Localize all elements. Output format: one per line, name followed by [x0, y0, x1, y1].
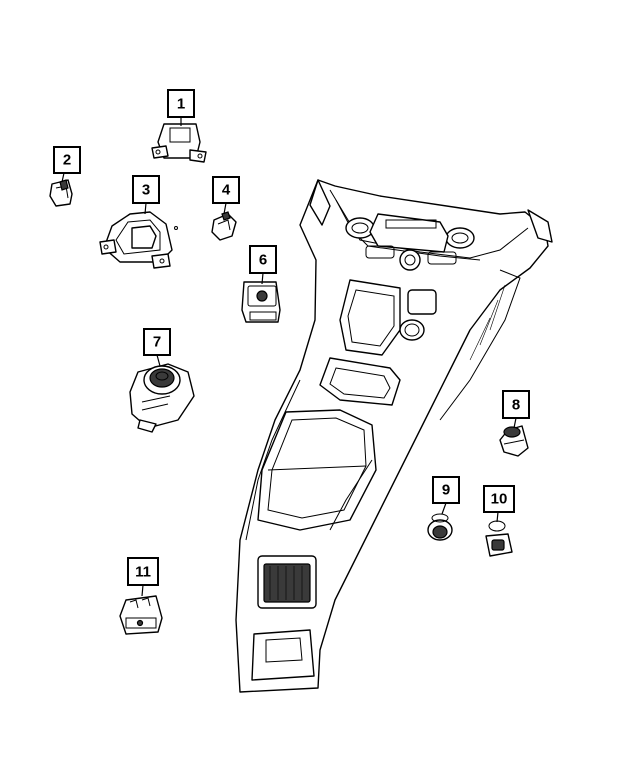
leader-lines: [61, 117, 517, 597]
part-7-control-knob-module: [129, 363, 195, 433]
part-11-switch-panel: [119, 595, 163, 635]
callout-4: 4: [212, 176, 240, 204]
part-2-switch: [49, 179, 73, 207]
callout-7-label: 7: [153, 334, 161, 351]
leader-7: [156, 354, 161, 367]
callout-6-box: [249, 245, 277, 274]
callout-8: 8: [502, 390, 530, 419]
center-console-assembly: [235, 179, 553, 693]
callout-2-box: [53, 146, 81, 174]
callout-11-label: 11: [135, 564, 151, 581]
leader-4: [223, 202, 227, 215]
callout-2-label: 2: [63, 152, 71, 169]
callout-7: 7: [143, 328, 171, 356]
leader-6: [261, 272, 264, 285]
callout-9-box: [432, 476, 460, 504]
part-10-outlet-cover: [485, 520, 513, 557]
callout-9-label: 9: [442, 482, 450, 499]
leader-10: [496, 511, 499, 523]
callout-9: 9: [432, 476, 460, 504]
callout-1: 1: [167, 89, 195, 118]
callout-6-label: 6: [259, 252, 267, 269]
leader-3: [144, 202, 147, 215]
part-6-usb-port: [241, 281, 281, 323]
callout-3: 3: [132, 175, 160, 204]
part-4-switch: [211, 211, 237, 241]
callout-10-box: [483, 485, 515, 513]
part-1-switch-assembly: [151, 123, 207, 163]
callout-2: 2: [53, 146, 81, 174]
part-9-outlet-ring: [427, 513, 453, 541]
leader-11: [141, 584, 144, 597]
callout-1-box: [167, 89, 195, 118]
callout-4-box: [212, 176, 240, 204]
callout-4-label: 4: [222, 182, 231, 199]
part-8-power-outlet: [499, 425, 529, 457]
callout-3-label: 3: [142, 182, 150, 199]
callout-6: 6: [249, 245, 277, 274]
callout-1-label: 1: [177, 96, 185, 113]
leader-2: [61, 172, 65, 183]
callout-10: 10: [483, 485, 515, 513]
part-3-shifter-base: [99, 211, 178, 269]
callout-7-box: [143, 328, 171, 356]
leader-8: [513, 417, 517, 429]
callout-11: 11: [127, 557, 159, 586]
callout-3-box: [132, 175, 160, 204]
callout-10-label: 10: [491, 491, 508, 508]
leader-9: [441, 502, 447, 515]
callout-8-label: 8: [512, 397, 520, 414]
callout-11-box: [127, 557, 159, 586]
callout-8-box: [502, 390, 530, 419]
